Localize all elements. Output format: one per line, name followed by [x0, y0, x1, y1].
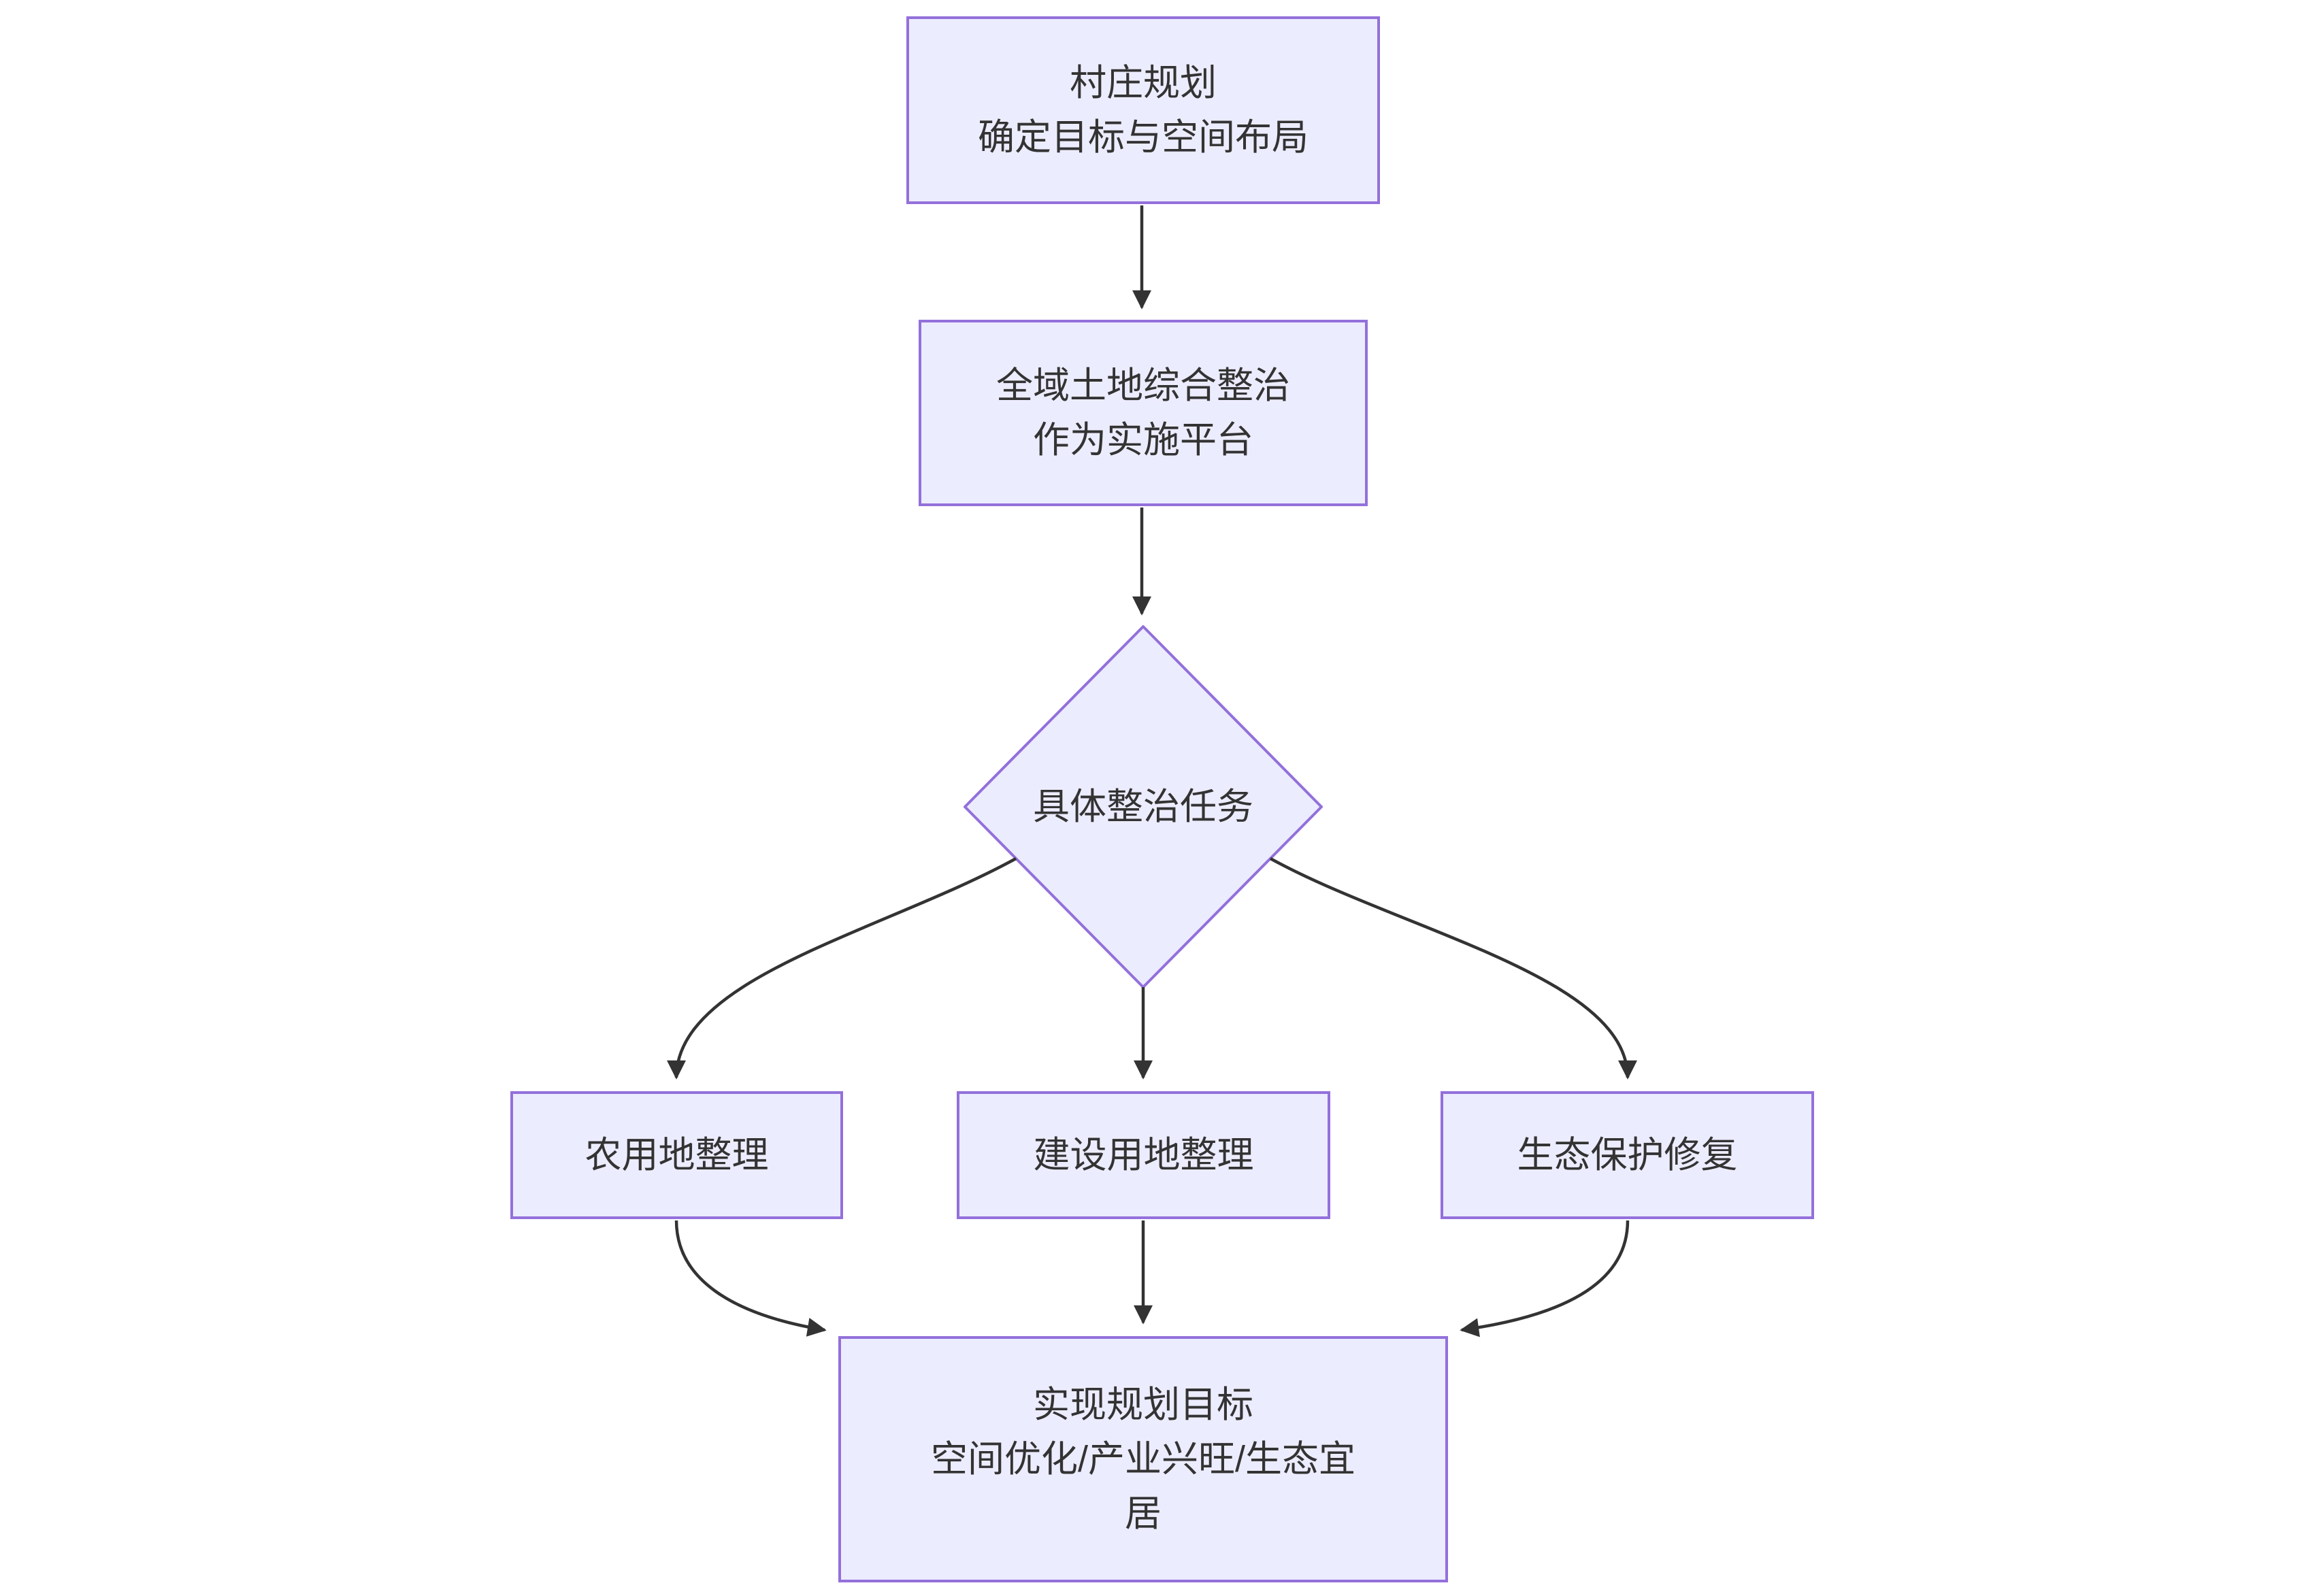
- node-consolidation-platform-line1: 全域土地综合整治: [996, 365, 1290, 406]
- node-construction-land-consolidation: 建设用地整理: [957, 1091, 1330, 1219]
- node-village-planning-line2: 确定目标与空间布局: [978, 117, 1309, 158]
- node-planning-goals-line2: 空间优化/产业兴旺/生态宜: [930, 1439, 1355, 1480]
- node-planning-goals: 实现规划目标 空间优化/产业兴旺/生态宜 居: [838, 1336, 1448, 1582]
- node-village-planning: 村庄规划 确定目标与空间布局: [906, 16, 1380, 204]
- node-construction-land-consolidation-text: 建设用地整理: [1033, 1135, 1254, 1176]
- node-ecological-protection-restoration: 生态保护修复: [1441, 1091, 1814, 1219]
- node-consolidation-platform-line2: 作为实施平台: [1033, 420, 1253, 461]
- decision-node-label: 具体整治任务: [953, 780, 1334, 834]
- node-farmland-consolidation-text: 农用地整理: [585, 1135, 769, 1176]
- node-village-planning-line1: 村庄规划: [1070, 63, 1217, 103]
- edge-farmland-to-goal: [674, 1220, 827, 1337]
- edge-ecology-to-goal: [1460, 1220, 1630, 1337]
- node-ecological-protection-restoration-text: 生态保护修复: [1517, 1135, 1738, 1176]
- edge-decision-to-farmland: [667, 857, 1017, 1080]
- node-farmland-consolidation: 农用地整理: [510, 1091, 843, 1219]
- node-consolidation-platform: 全域土地综合整治 作为实施平台: [919, 320, 1368, 506]
- edge-decision-to-ecology: [1269, 857, 1637, 1080]
- decision-node-text: 具体整治任务: [1033, 786, 1253, 827]
- node-planning-goals-line1: 实现规划目标: [1033, 1384, 1253, 1425]
- node-planning-goals-line3: 居: [1125, 1493, 1162, 1534]
